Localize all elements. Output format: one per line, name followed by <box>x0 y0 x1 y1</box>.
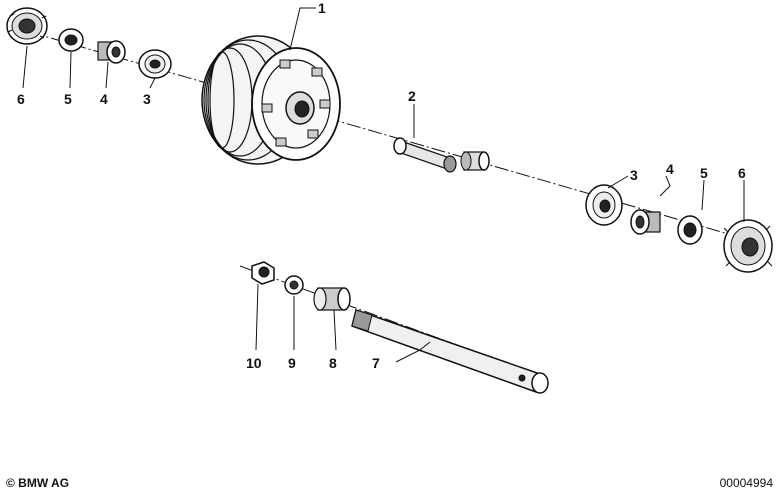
callout-10: 10 <box>246 355 262 371</box>
part-9-washer <box>284 275 304 295</box>
callout-7: 7 <box>372 355 380 371</box>
part-6-cap-nut-right <box>723 219 773 273</box>
part-7-axle <box>351 309 549 394</box>
callout-5-right: 5 <box>700 165 708 181</box>
callout-3-left: 3 <box>143 91 151 107</box>
callout-8: 8 <box>329 355 337 371</box>
part-4-spacer-left <box>97 40 126 64</box>
callout-6-right: 6 <box>738 165 746 181</box>
part-3-bearing-left <box>138 49 172 79</box>
part-6-cap-nut-left <box>6 7 48 45</box>
copyright-label: © BMW AG <box>6 476 70 490</box>
document-number: 00004994 <box>719 476 773 490</box>
callout-6-left: 6 <box>17 91 25 107</box>
callout-2: 2 <box>408 88 416 104</box>
callout-4-left: 4 <box>100 91 108 107</box>
part-3-bearing-right <box>585 184 623 226</box>
part-1-wheel-hub <box>201 35 341 165</box>
callout-9: 9 <box>288 355 296 371</box>
part-8-bushing <box>313 287 351 311</box>
callout-3-right: 3 <box>630 167 638 183</box>
callout-5-left: 5 <box>64 91 72 107</box>
callout-4-right: 4 <box>666 161 674 177</box>
part-2-sleeve <box>393 137 457 173</box>
callout-1: 1 <box>318 0 326 16</box>
part-5-seal-right <box>677 215 703 245</box>
leader-lines <box>22 7 745 363</box>
part-4-spacer-right <box>630 209 661 235</box>
part-5-seal-left <box>58 28 84 52</box>
part-10-nut <box>251 261 275 285</box>
spacer-ring <box>460 151 490 171</box>
